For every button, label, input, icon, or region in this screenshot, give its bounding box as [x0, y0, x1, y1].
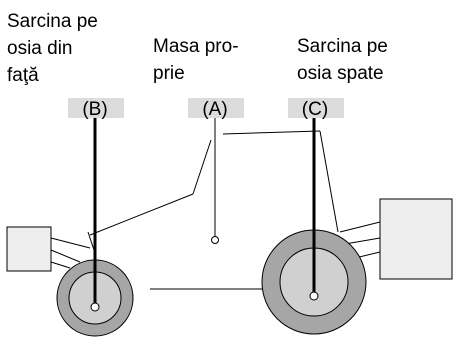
front-linkage-lower — [50, 249, 81, 263]
tag-background-front — [68, 98, 124, 118]
cab-back — [319, 130, 339, 233]
front-linkage-bottom — [50, 261, 71, 269]
cab-roof — [222, 130, 321, 135]
label-front-axle-line-3: faţă — [7, 65, 39, 86]
label-front-axle-load: Sarcina pe osia din faţă — [7, 11, 98, 86]
label-rear-axle-line-2: osia spate — [297, 63, 384, 84]
marker-front: (B) — [82, 99, 107, 120]
front-axle-point — [90, 302, 100, 312]
hood-line — [89, 193, 194, 236]
label-own-weight: Masa pro- prie — [153, 36, 239, 84]
label-front-axle-line-2: osia din — [7, 38, 73, 59]
front-implement — [6, 226, 91, 272]
marker-rear: (C) — [302, 99, 328, 120]
rear-implement — [339, 198, 453, 280]
tractor-outline — [87, 130, 339, 290]
cab-front-lower — [192, 139, 212, 195]
rear-linkage-upper — [339, 221, 381, 233]
rear-implement-block — [379, 198, 453, 280]
front-linkage-upper — [50, 237, 91, 249]
marker-center: (A) — [202, 99, 227, 120]
rear-axle-point — [309, 291, 319, 301]
front-weight-block — [6, 226, 52, 272]
label-own-weight-line-2: prie — [153, 63, 185, 84]
tag-background-center — [188, 98, 244, 118]
label-front-axle-line-1: Sarcina pe — [7, 11, 98, 32]
label-rear-axle-load: Sarcina pe osia spate — [297, 36, 388, 84]
tag-background-rear — [288, 98, 344, 118]
center-of-gravity-point — [211, 236, 219, 244]
rear-linkage-middle — [344, 237, 381, 245]
label-own-weight-line-1: Masa pro- — [153, 36, 239, 57]
label-rear-axle-line-1: Sarcina pe — [297, 36, 388, 57]
